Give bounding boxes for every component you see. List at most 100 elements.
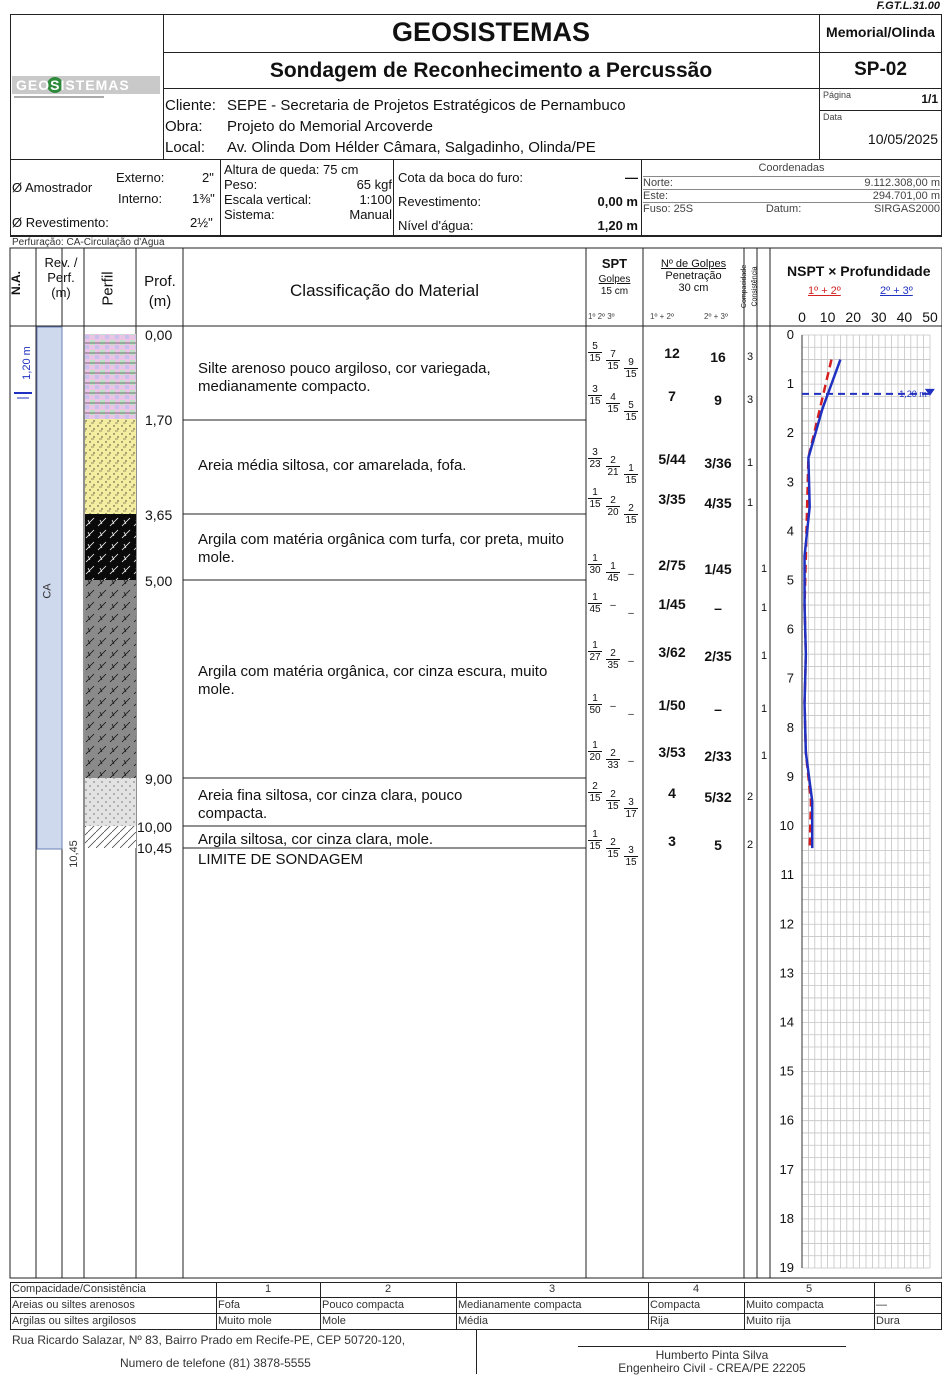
- hdr-chart: NSPT × Profundidade: [787, 263, 931, 279]
- legend-sand-class: Compacta: [650, 1299, 701, 1311]
- hdr-rev: Rev. / Perf. (m): [44, 255, 78, 300]
- chart-y-tick: 2: [787, 425, 794, 440]
- logo-text: GEOSISTEMAS: [16, 77, 130, 93]
- depth-3: 5,00: [145, 573, 173, 589]
- place-value: Av. Olinda Dom Hélder Câmara, Salgadinho…: [227, 139, 596, 156]
- client-value: SEPE - Secretaria de Projetos Estratégic…: [227, 97, 626, 114]
- series-line-2: [803, 359, 842, 849]
- golpes-12: 2/75: [658, 557, 686, 573]
- profile-layer-3: [85, 514, 136, 580]
- layer-desc-6: Argila siltosa, cor cinza clara, mole.: [198, 831, 434, 848]
- legend-sand-class: Pouco compacta: [322, 1299, 404, 1311]
- chart-y-tick: 16: [780, 1113, 794, 1128]
- golpes-12: 3/53: [658, 744, 686, 760]
- compacity-code: 1: [761, 563, 768, 575]
- place-label: Local:: [165, 139, 206, 156]
- int-value: 1⅜": [192, 191, 215, 206]
- north-value: 9.112.308,00 m: [864, 177, 940, 189]
- depth-1: 1,70: [145, 412, 173, 428]
- chart-x-tick: 40: [897, 309, 913, 325]
- page-value: 1/1: [921, 92, 938, 106]
- work-label: Obra:: [165, 118, 203, 135]
- chart-y-tick: 8: [787, 720, 794, 735]
- legend-row-clay: Argilas ou siltes argilosos: [12, 1315, 137, 1327]
- chart-y-tick: 13: [780, 965, 794, 980]
- chart-y-tick: 15: [780, 1064, 794, 1079]
- compacity-code: 1: [747, 497, 754, 509]
- datum-value: SIRGAS2000: [873, 203, 940, 215]
- compacity-code: 3: [747, 394, 754, 406]
- spt-blows: –: [628, 569, 634, 580]
- drop-value: 75 cm: [323, 162, 359, 177]
- ext-label: Externo:: [116, 170, 165, 185]
- golpes-23: 9: [714, 392, 722, 408]
- hdr-15cm: 15 cm: [600, 286, 629, 297]
- compacity-code: 2: [747, 791, 754, 803]
- golpes-12: 5/44: [658, 451, 686, 467]
- north-label: Norte:: [643, 177, 673, 189]
- chart-y-tick: 6: [787, 622, 794, 637]
- compacity-code: 3: [747, 351, 754, 363]
- coord-label: Coordenadas: [758, 162, 825, 174]
- layer-desc-4: Argila com matéria orgânica, cor cinza e…: [198, 663, 548, 698]
- golpes-12: 3/35: [658, 491, 686, 507]
- project-info: Cliente: SEPE - Secretaria de Projetos Es…: [165, 95, 626, 158]
- chart-y-tick: 17: [780, 1162, 794, 1177]
- legend-clay-class: Mole: [322, 1315, 346, 1327]
- legend-clay-class: Dura: [876, 1315, 900, 1327]
- golpes-23: 5: [714, 837, 722, 853]
- golpes-23: 2/33: [704, 748, 732, 764]
- depth-6: 10,45: [137, 840, 173, 856]
- legend-series-1: 1º + 2º: [808, 285, 841, 297]
- hdr-golpes: Golpes: [598, 274, 631, 285]
- golpes-23: 1/45: [704, 561, 732, 577]
- compacity-code: 1: [761, 703, 768, 715]
- engineer-title: Engenheiro Civil - CREA/PE 22205: [618, 1361, 806, 1375]
- compacity-code: 1: [761, 602, 768, 614]
- legend-number: 6: [904, 1283, 912, 1295]
- depth-2: 3,65: [145, 507, 173, 523]
- golpes-23: 3/36: [704, 455, 732, 471]
- phone: Numero de telefone (81) 3878-5555: [120, 1356, 311, 1370]
- datum-label: Datum:: [765, 203, 802, 215]
- golpes-23: 4/35: [704, 495, 732, 511]
- legend-clay-class: Muito mole: [218, 1315, 272, 1327]
- hdr-g12: 1º + 2º: [650, 312, 674, 321]
- client-label: Cliente:: [165, 97, 216, 114]
- zone-label: Fuso: 25S: [643, 203, 694, 215]
- compacity-code: 1: [761, 650, 768, 662]
- hdr-class: Classificação do Material: [290, 281, 479, 300]
- chart-x-tick: 10: [820, 309, 836, 325]
- legend-clay-class: Rija: [650, 1315, 669, 1327]
- boring-id: SP-02: [854, 59, 907, 80]
- depth-5: 10,00: [137, 819, 173, 835]
- east-label: Este:: [643, 190, 669, 202]
- golpes-12: 4: [668, 785, 676, 801]
- sampler-label: Ø Amostrador: [12, 180, 93, 195]
- chart-y-tick: 7: [787, 671, 794, 686]
- golpes-23: –: [714, 600, 722, 616]
- legend-number: 1: [264, 1283, 272, 1295]
- perforation-note: Perfuração: CA-Circulação d'Água: [12, 237, 165, 248]
- wl-value: 1,20 m: [597, 218, 638, 233]
- chart-y-tick: 10: [780, 818, 794, 833]
- layer-desc-1: Silte arenoso pouco argiloso, cor varieg…: [198, 360, 491, 395]
- spt-blows: –: [610, 701, 616, 712]
- ext-value: 2": [202, 170, 214, 185]
- legend-row-sand: Areias ou siltes arenosos: [12, 1299, 135, 1311]
- system-label: Sistema:: [224, 207, 275, 222]
- chart-y-tick: 3: [787, 474, 794, 489]
